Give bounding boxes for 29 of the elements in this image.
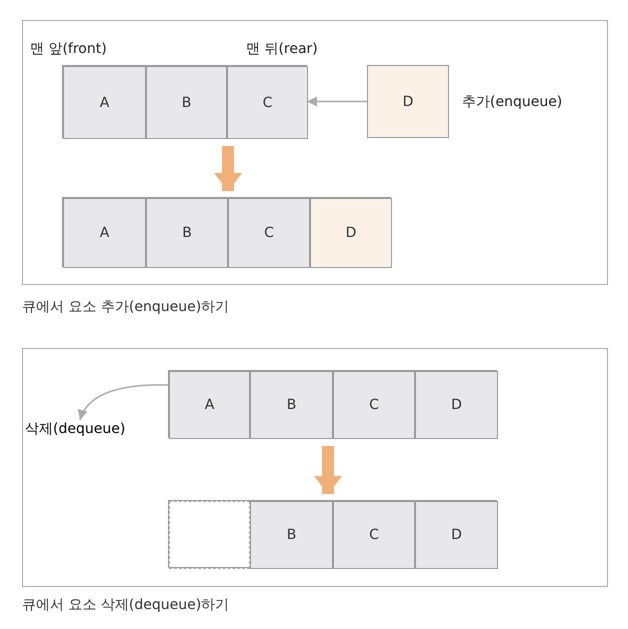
panel-label: 큐에서 요소 추가(enqueue)하기	[22, 298, 230, 316]
queue-row	[168, 370, 497, 438]
arrow	[307, 96, 367, 106]
queue-cell: B	[250, 371, 333, 439]
queue-cell: D	[415, 501, 498, 569]
queue-cell: C	[333, 501, 415, 569]
queue-cell: A	[63, 198, 146, 268]
queue-row	[62, 65, 307, 138]
pointer-label: 맨 앞(front)	[30, 40, 107, 58]
queue-cell: A	[169, 371, 250, 439]
arrow	[78, 384, 168, 420]
queue-cell: B	[146, 66, 227, 139]
down-arrow	[214, 146, 242, 191]
operation-label: 추가(enqueue)	[462, 93, 562, 111]
queue-cell: D	[415, 371, 498, 439]
queue-cell: A	[63, 66, 146, 139]
panel-label: 큐에서 요소 삭제(dequeue)하기	[22, 596, 230, 614]
queue-cell: C	[227, 66, 308, 139]
down-arrow	[314, 446, 342, 494]
pointer-label: 맨 뒤(rear)	[246, 40, 318, 58]
queue-row	[62, 197, 391, 267]
queue-cell: D	[310, 198, 392, 268]
queue-cell: B	[146, 198, 228, 268]
queue-cell: C	[333, 371, 415, 439]
queue-cell: D	[367, 65, 449, 138]
queue-row	[168, 500, 497, 568]
queue-cell: C	[228, 198, 310, 268]
operation-label: 삭제(dequeue)	[25, 420, 135, 442]
queue-cell: B	[250, 501, 333, 569]
